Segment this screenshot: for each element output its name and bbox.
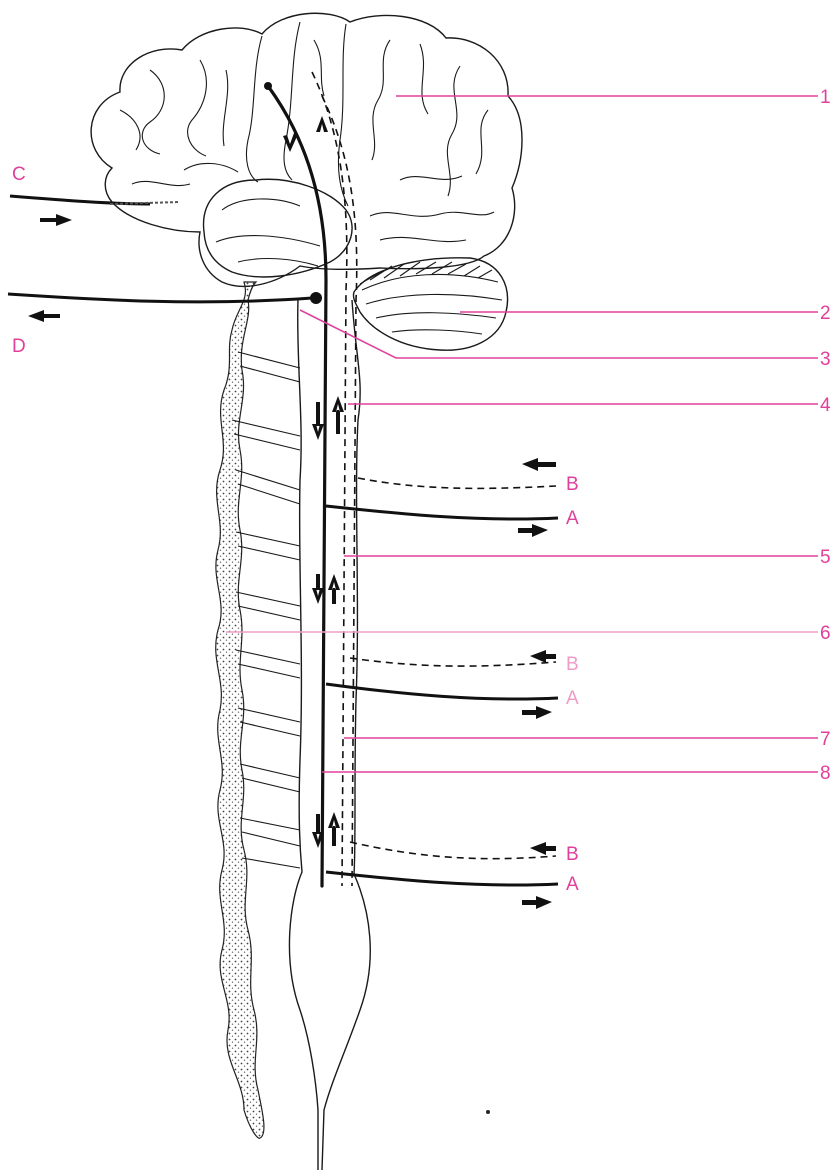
- label-a-level-3: A: [566, 874, 579, 895]
- label-5: 5: [820, 547, 830, 568]
- cerebellum: [353, 258, 507, 350]
- label-4: 4: [820, 395, 830, 416]
- label-a-level-1: A: [566, 508, 579, 529]
- labels: C D 1 2 3 4 5 6 7 8 B A B A B A: [12, 87, 830, 895]
- label-b-level-3: B: [566, 844, 579, 865]
- spinal-nerve-level-1: [326, 458, 558, 537]
- label-7: 7: [820, 729, 830, 750]
- spinal-nerve-level-3: [326, 842, 558, 909]
- label-2: 2: [820, 303, 830, 324]
- sympathetic-chain: [216, 282, 264, 1138]
- fibre-d: [8, 292, 322, 322]
- label-3: 3: [820, 349, 830, 370]
- label-c: C: [12, 164, 26, 185]
- cerebrum: [91, 13, 522, 286]
- label-6: 6: [820, 623, 830, 644]
- spinal-nerve-level-2: [326, 650, 558, 719]
- sensory-pathway: [312, 72, 357, 886]
- label-8: 8: [820, 763, 830, 784]
- label-a-level-2: A: [566, 688, 579, 709]
- synapse-dot: [310, 292, 322, 304]
- label-b-level-1: B: [566, 474, 579, 495]
- spinal-cord: [289, 300, 370, 1170]
- leader-lines: [226, 96, 818, 772]
- fibre-c: [10, 196, 180, 226]
- label-1: 1: [820, 87, 830, 108]
- label-b-level-2: B: [566, 654, 579, 675]
- motor-pathway: [264, 82, 326, 886]
- label-d: D: [12, 336, 26, 357]
- motor-neuron-body: [264, 82, 272, 90]
- stray-dot: [486, 1110, 490, 1114]
